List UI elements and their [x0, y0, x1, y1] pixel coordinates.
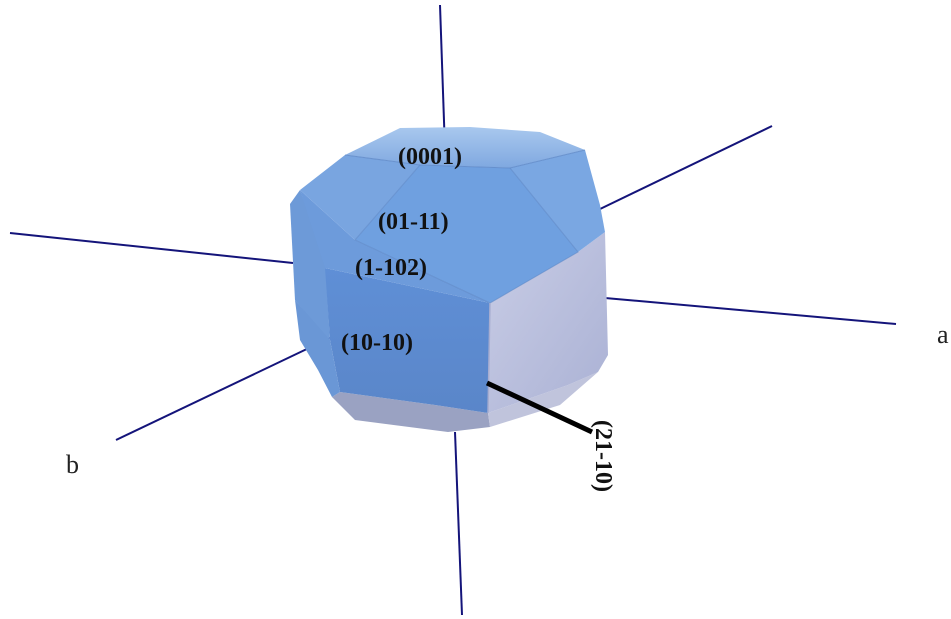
a-axis-negative — [9, 232, 294, 264]
face-1-102-shape — [300, 190, 490, 303]
a-axis-positive — [604, 297, 897, 325]
b-axis-positive — [115, 336, 333, 441]
label-01-11: (01-11) — [378, 209, 449, 235]
face-right-top-shape — [510, 150, 605, 252]
bottom-face — [332, 392, 490, 432]
face-10-10-shape — [325, 268, 490, 413]
face-left-top-shape — [300, 155, 420, 240]
label-21-10: (21-10) — [590, 420, 616, 492]
label-0001: (0001) — [398, 144, 462, 170]
axis-label-a: a — [937, 320, 949, 349]
label-10-10: (10-10) — [341, 330, 413, 356]
face-0001-shape — [345, 127, 585, 168]
face-01-11-shape — [355, 165, 578, 303]
bottom-face-right — [488, 372, 598, 427]
face-lower-left-shape — [295, 300, 340, 397]
leader-line-21-10 — [485, 380, 594, 435]
b-axis-negative — [597, 125, 773, 211]
face-21-10-shape — [488, 232, 608, 413]
crystal-body — [290, 127, 608, 432]
crystal-edges — [344, 149, 586, 169]
crystal-edge-front — [487, 302, 491, 414]
face-left-prism-shape — [290, 190, 330, 340]
c-axis-top — [439, 4, 446, 151]
label-1-102: (1-102) — [355, 255, 427, 281]
axis-label-b: b — [66, 450, 79, 479]
c-axis-bottom — [454, 431, 463, 616]
crystal-axes — [9, 4, 897, 616]
